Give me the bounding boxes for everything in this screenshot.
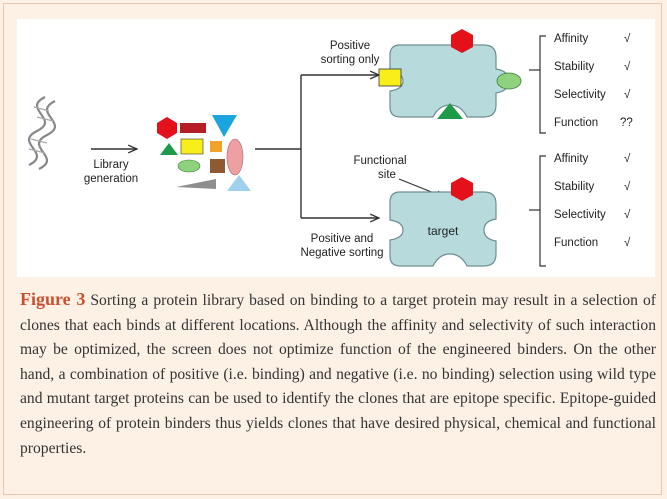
dark-red-bar-shape <box>180 123 206 133</box>
bottom-property-list: Affinity √ Stability √ Selectivity √ Fun… <box>554 152 631 249</box>
branch-lines <box>255 75 379 218</box>
protein-library-shapes <box>157 115 251 191</box>
caption-text: Sorting a protein library based on bindi… <box>20 292 656 457</box>
positive-only-label-1: Positive <box>330 40 370 52</box>
light-green-ellipse-shape <box>177 159 201 173</box>
top-property-name: Stability <box>554 61 595 73</box>
bottom-target-complex: target <box>389 177 497 267</box>
top-green-ellipse-binder <box>496 72 522 90</box>
pos-neg-label-1: Positive and <box>311 233 374 245</box>
bottom-bracket <box>529 155 546 267</box>
gray-wedge-shape <box>176 179 216 189</box>
top-property-name: Selectivity <box>554 89 606 101</box>
bottom-target-protein <box>389 191 497 267</box>
top-property-mark: √ <box>624 60 631 73</box>
top-yellow-binder <box>378 68 402 87</box>
bottom-red-hexagon-binder <box>451 177 473 201</box>
bottom-property-name: Stability <box>554 181 595 193</box>
pink-ellipse-shape <box>226 138 244 176</box>
figure-diagram: Library generation <box>17 19 655 277</box>
bottom-property-name: Affinity <box>554 153 589 165</box>
top-bracket <box>529 35 546 134</box>
functional-site-label-2: site <box>378 169 396 181</box>
brown-square-shape <box>210 159 225 173</box>
library-generation-label-1: Library <box>93 159 128 171</box>
bottom-property-mark: √ <box>624 180 631 193</box>
red-hexagon-shape <box>157 117 177 139</box>
bottom-property-mark: √ <box>624 236 631 249</box>
bottom-property-name: Selectivity <box>554 209 606 221</box>
top-target-complex <box>378 29 522 119</box>
green-triangle-shape <box>160 143 178 155</box>
figure-caption: Figure 3 Sorting a protein library based… <box>20 287 656 461</box>
figure-frame: Library generation <box>3 3 662 495</box>
positive-only-label-2: sorting only <box>321 54 380 66</box>
top-red-hexagon-binder <box>451 29 473 53</box>
light-blue-triangle-shape <box>227 175 251 191</box>
yellow-square-shape <box>180 138 204 155</box>
top-green-triangle-binder <box>437 103 463 119</box>
top-property-mark: ?? <box>620 117 633 129</box>
target-label: target <box>428 224 459 238</box>
functional-site-label-1: Functional <box>353 155 406 167</box>
bottom-property-mark: √ <box>624 208 631 221</box>
orange-square-shape <box>210 141 222 152</box>
dna-helix-icon <box>28 96 56 170</box>
blue-triangle-shape <box>212 115 237 137</box>
top-property-list: Affinity √ Stability √ Selectivity √ Fun… <box>554 32 633 129</box>
top-property-mark: √ <box>624 32 631 45</box>
top-property-mark: √ <box>624 88 631 101</box>
figure-label: Figure 3 <box>20 289 86 309</box>
bottom-property-name: Function <box>554 237 598 249</box>
pos-neg-label-2: Negative sorting <box>300 247 383 259</box>
top-property-name: Affinity <box>554 33 589 45</box>
sorting-diagram: Library generation <box>28 29 633 267</box>
library-generation-label-2: generation <box>84 173 138 185</box>
bottom-property-mark: √ <box>624 152 631 165</box>
top-property-name: Function <box>554 117 598 129</box>
